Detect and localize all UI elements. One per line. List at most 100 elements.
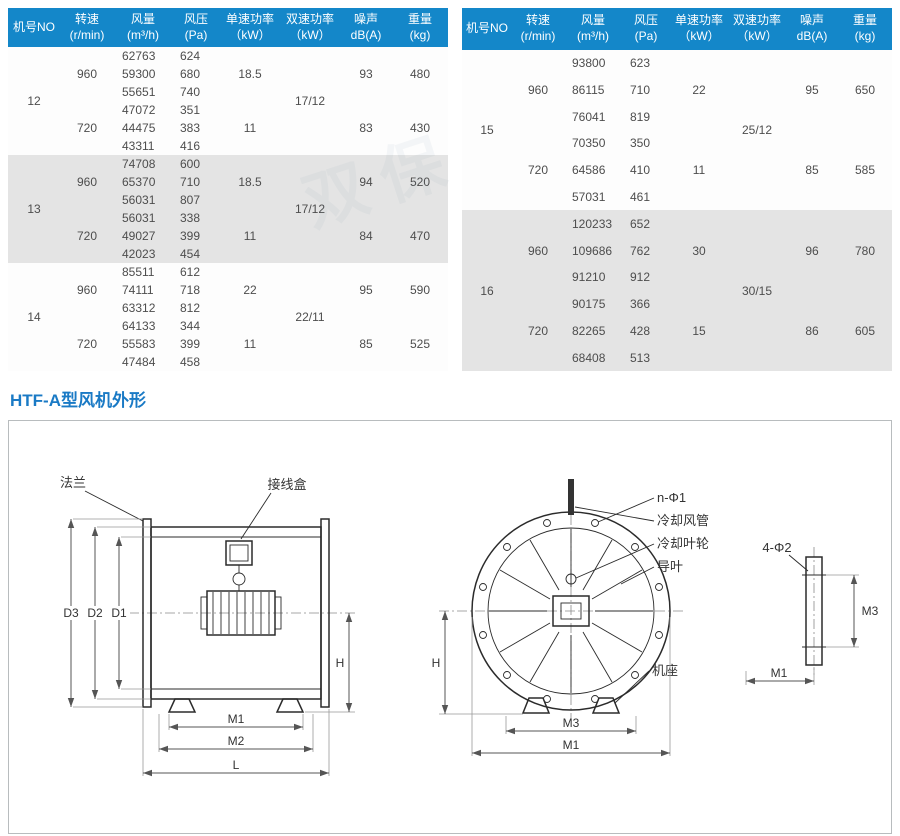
column-header: 机号NO	[462, 8, 512, 50]
h-side-label: H	[336, 656, 345, 670]
pressure-cell: 762	[622, 237, 670, 264]
motor	[200, 590, 282, 636]
m2-side-label: M2	[228, 734, 245, 748]
pressure-cell: 458	[172, 353, 220, 372]
rpm-cell: 960	[512, 210, 564, 291]
flow-cell: 70350	[564, 130, 622, 157]
m1-side-label: M1	[228, 712, 245, 726]
junction-box-label: 接线盒	[267, 477, 306, 492]
n-phi1-leader	[597, 497, 655, 523]
flow-cell: 63312	[114, 299, 172, 318]
noise-cell: 85	[786, 130, 838, 211]
flow-cell: 49027	[114, 227, 172, 246]
cooling-impeller	[565, 573, 577, 585]
flange-leader	[84, 490, 144, 522]
weight-cell: 525	[392, 317, 448, 372]
pressure-cell: 819	[622, 103, 670, 131]
dual-power-cell: 30/15	[728, 210, 786, 372]
flange-label: 法兰	[60, 475, 86, 490]
noise-cell: 95	[786, 49, 838, 131]
flow-cell: 56031	[114, 209, 172, 228]
dimension-d2: D2	[84, 526, 151, 700]
junction-box	[225, 540, 253, 592]
power-cell: 18.5	[220, 47, 280, 102]
column-header: 转速(r/min)	[60, 8, 114, 48]
pressure-cell: 623	[622, 49, 670, 77]
guide-vanes	[489, 529, 653, 694]
guide-vane-label: 导叶	[657, 559, 683, 574]
flow-cell: 86115	[564, 76, 622, 104]
flow-cell: 44475	[114, 119, 172, 138]
side-foot-right	[275, 698, 305, 713]
pressure-cell: 600	[172, 155, 220, 174]
pressure-cell: 399	[172, 335, 220, 354]
left-flange	[142, 518, 152, 708]
dimension-m2-side: M2	[158, 714, 314, 753]
pressure-cell: 344	[172, 317, 220, 336]
side-foot-left	[167, 698, 197, 713]
power-cell: 22	[670, 49, 728, 131]
flow-cell: 62763	[114, 47, 172, 66]
weight-cell: 780	[838, 210, 892, 291]
power-cell: 30	[670, 210, 728, 291]
n-phi1-label: n-Φ1	[657, 490, 686, 505]
flow-cell: 120233	[564, 210, 622, 238]
pressure-cell: 428	[622, 317, 670, 345]
pressure-cell: 912	[622, 264, 670, 291]
pressure-cell: 383	[172, 119, 220, 138]
diagram-box: 法兰 接线盒 D3 D2	[8, 420, 892, 835]
four-phi2-leader	[788, 554, 809, 572]
pressure-cell: 624	[172, 47, 220, 66]
model-cell: 16	[462, 210, 512, 372]
weight-cell: 430	[392, 101, 448, 156]
flow-cell: 64133	[114, 317, 172, 336]
rpm-cell: 960	[60, 47, 114, 102]
noise-cell: 96	[786, 210, 838, 291]
pressure-cell: 399	[172, 227, 220, 246]
rpm-cell: 960	[60, 155, 114, 210]
column-header: 风量(m³/h)	[114, 8, 172, 48]
flow-cell: 64586	[564, 156, 622, 184]
l-side-label: L	[233, 758, 240, 772]
power-cell: 15	[670, 290, 728, 372]
power-cell: 22	[220, 263, 280, 318]
pressure-cell: 807	[172, 191, 220, 210]
m1-flange-label: M1	[771, 666, 788, 680]
flow-cell: 90175	[564, 290, 622, 318]
noise-cell: 86	[786, 290, 838, 372]
dimension-m3-flange: M3	[826, 574, 879, 648]
flow-cell: 68408	[564, 344, 622, 372]
weight-cell: 520	[392, 155, 448, 210]
noise-cell: 95	[340, 263, 392, 318]
pressure-cell: 680	[172, 65, 220, 84]
pressure-cell: 612	[172, 263, 220, 282]
flow-cell: 42023	[114, 245, 172, 264]
power-cell: 11	[670, 130, 728, 211]
section-title: HTF-A型风机外形	[10, 391, 146, 411]
column-header: 双速功率（kW）	[280, 8, 340, 48]
dimension-m1-flange: M1	[745, 666, 815, 686]
d2-label: D2	[87, 606, 103, 620]
weight-cell: 585	[838, 130, 892, 211]
dimension-d3: D3	[60, 518, 143, 708]
